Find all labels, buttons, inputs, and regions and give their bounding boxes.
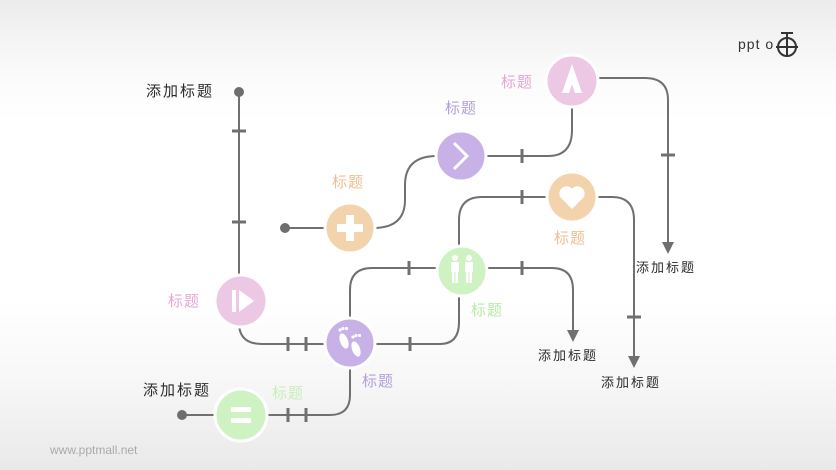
node-label-tent: 标题: [501, 73, 534, 91]
node-label-people: 标题: [471, 301, 504, 319]
node-people[interactable]: [435, 244, 489, 298]
logo-text: ppt o: [738, 36, 775, 52]
arrowheads: [567, 242, 674, 368]
start-dots: [177, 87, 290, 420]
arrowhead-icon: [662, 242, 674, 254]
footprints-icon: [338, 326, 362, 357]
start-dot-icon: [234, 87, 244, 97]
chevron-right-icon: [452, 141, 470, 171]
line-footprints-to-people: [349, 267, 438, 318]
tent-icon: [562, 64, 582, 93]
brand-logo: ppt o: [738, 30, 800, 58]
node-equals[interactable]: [213, 387, 269, 443]
footer-url: www.pptmall.net: [50, 443, 138, 457]
start-label-bottom-left: 添加标题: [143, 381, 212, 399]
node-label-plus: 标题: [332, 173, 365, 191]
heart-icon: [559, 186, 585, 209]
node-label-footprints: 标题: [362, 372, 395, 390]
connector-lines: [183, 77, 669, 416]
end-label-middle: 添加标题: [538, 349, 599, 364]
line-tent-to-end: [597, 77, 669, 248]
node-footprints[interactable]: [323, 316, 377, 370]
people-icon: [451, 255, 473, 283]
line-arrow-to-tent: [485, 105, 573, 157]
line-people-to-heart: [458, 196, 547, 246]
play-icon: [232, 290, 254, 312]
node-label-equals: 标题: [272, 384, 305, 402]
node-plus[interactable]: [323, 201, 377, 255]
node-label-play: 标题: [168, 292, 201, 310]
line-footprints-to-people-low: [374, 296, 460, 345]
node-arrow[interactable]: [434, 129, 488, 183]
arrowhead-icon: [567, 330, 579, 342]
node-label-arrow: 标题: [445, 99, 478, 117]
line-heart-to-end: [596, 196, 635, 358]
line-people-to-end: [486, 267, 574, 330]
end-label-right-top: 添加标题: [636, 261, 697, 276]
start-dot-icon: [280, 223, 290, 233]
line-equals-to-footprints: [266, 368, 351, 416]
node-play[interactable]: [213, 273, 269, 329]
node-tent[interactable]: [544, 53, 600, 109]
end-label-right-bottom: 添加标题: [601, 376, 662, 391]
start-dot-icon: [177, 410, 187, 420]
node-label-heart: 标题: [554, 229, 587, 247]
crosshair-logo-icon: [776, 32, 799, 57]
arrowhead-icon: [628, 356, 640, 368]
line-plus-to-arrow: [372, 155, 438, 229]
tick-marks: [232, 129, 675, 422]
equals-icon: [231, 407, 251, 423]
plus-icon: [337, 215, 363, 241]
node-heart[interactable]: [545, 170, 599, 224]
start-label-top-left: 添加标题: [146, 82, 215, 100]
